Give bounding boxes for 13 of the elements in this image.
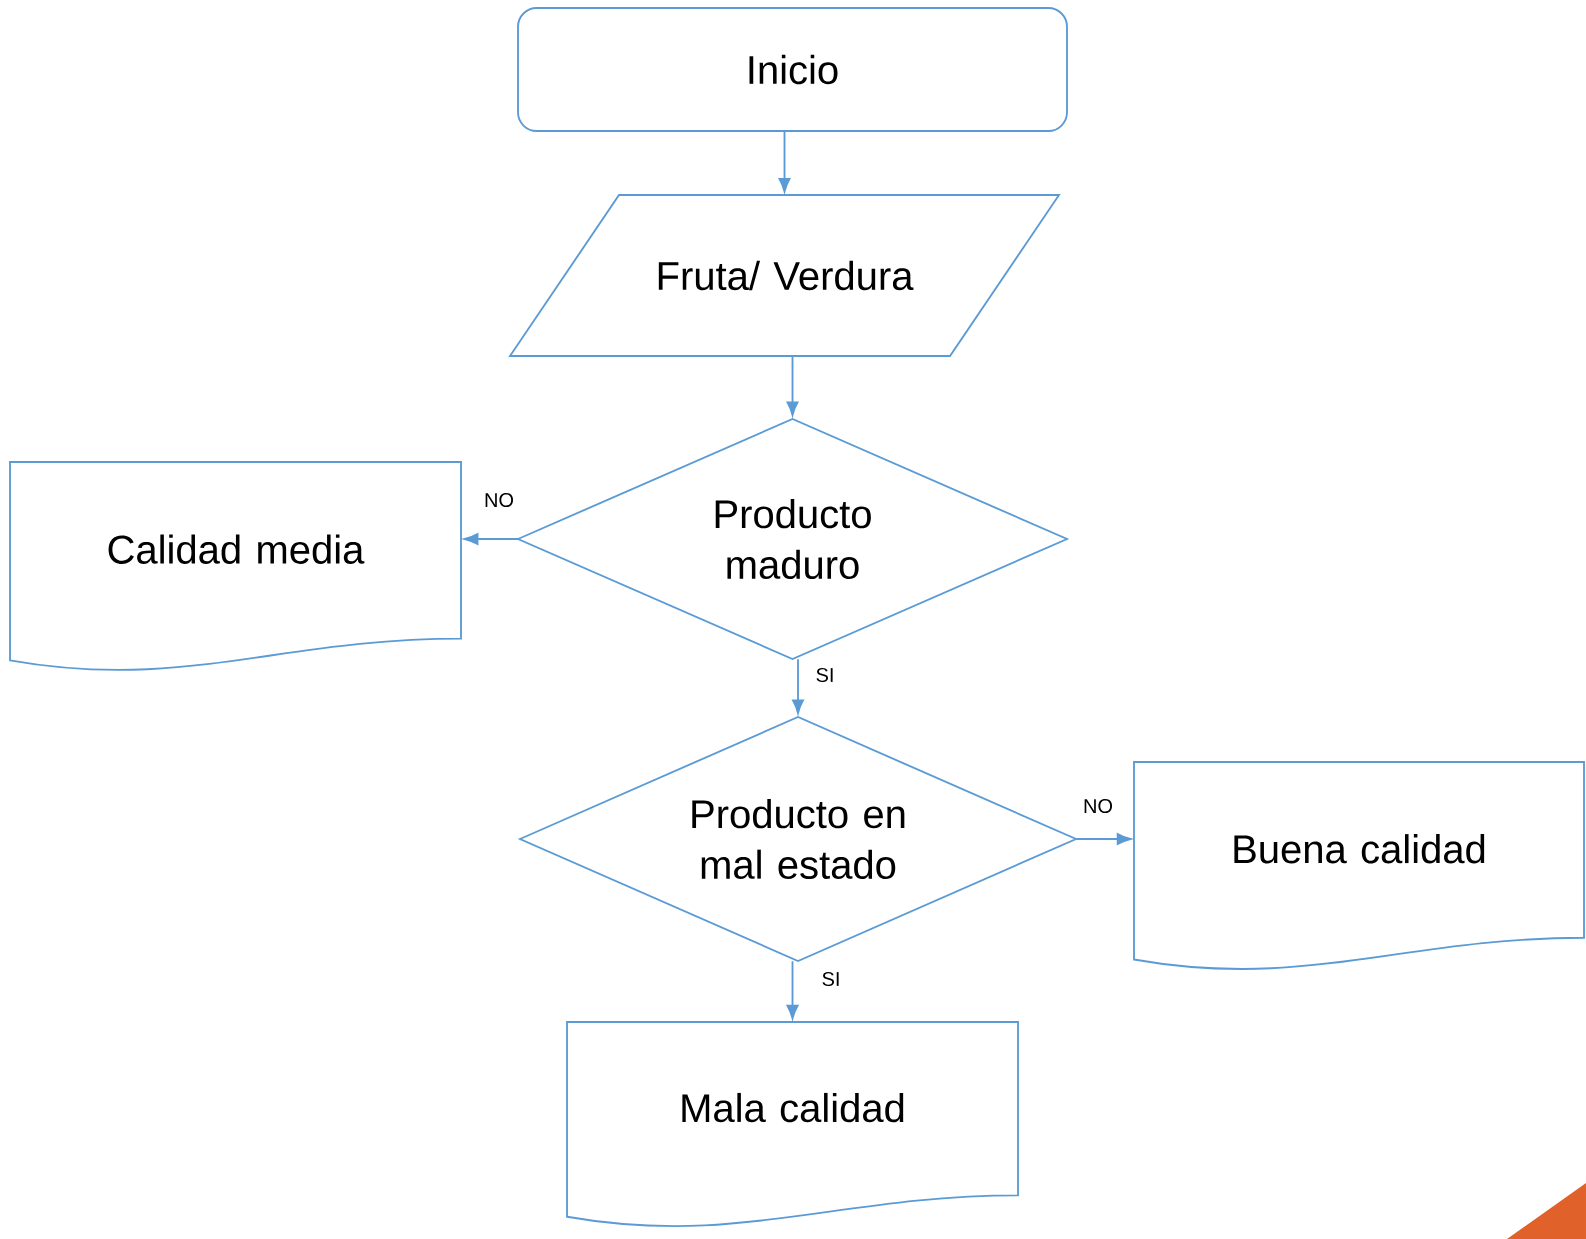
edge-label: SI xyxy=(822,971,839,987)
arrow xyxy=(786,960,799,1020)
start-box: Inicio xyxy=(517,7,1068,132)
document-box: Calidad media xyxy=(9,461,462,671)
edge-label: NO xyxy=(485,492,514,508)
document-box: Mala calidad xyxy=(566,1021,1019,1227)
arrow xyxy=(463,533,520,545)
arrow xyxy=(792,658,804,714)
arrow xyxy=(778,130,791,193)
edge-label: SI xyxy=(816,667,833,683)
edge-label: NO xyxy=(1084,798,1113,814)
arrow xyxy=(1075,833,1132,845)
document-box: Buena calidad xyxy=(1133,761,1585,970)
